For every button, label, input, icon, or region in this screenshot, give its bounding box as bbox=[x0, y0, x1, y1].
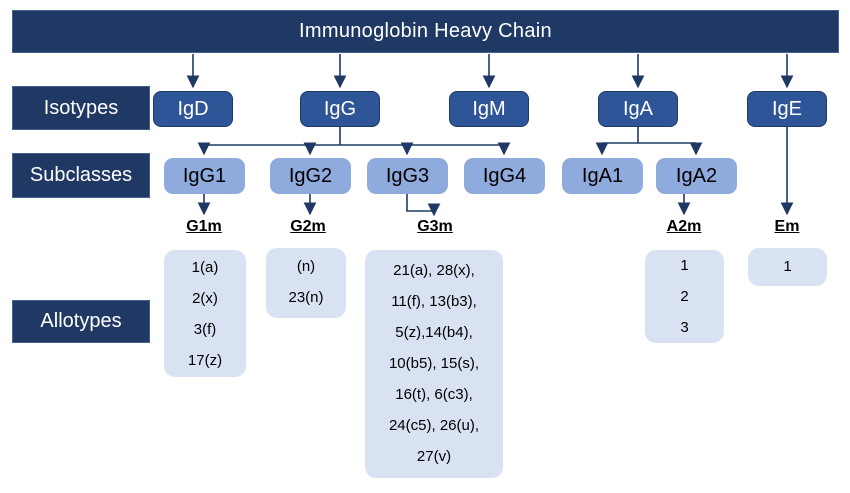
allotype-header-a2m: A2m bbox=[666, 218, 702, 235]
isotype-node-iga: IgA bbox=[598, 91, 678, 127]
subclass-node-iga1: IgA1 bbox=[562, 158, 643, 194]
subclass-node-igg3: IgG3 bbox=[367, 158, 448, 194]
isotype-node-igg: IgG bbox=[300, 91, 380, 127]
allotype-item: 24(c5), 26(u), bbox=[388, 417, 480, 434]
subclass-node-igg2: IgG2 bbox=[270, 158, 351, 194]
allotype-list-em: 1 bbox=[748, 248, 827, 286]
isotype-node-igd: IgD bbox=[153, 91, 233, 127]
header-bar: Immunoglobin Heavy Chain bbox=[12, 10, 839, 53]
row-label-allotypes: Allotypes bbox=[12, 300, 150, 343]
isotype-node-ige: IgE bbox=[747, 91, 827, 127]
allotype-item: 5(z),14(b4), bbox=[395, 324, 473, 341]
allotype-item: (n) bbox=[296, 258, 316, 275]
allotype-item: 11(f), 13(b3), bbox=[391, 293, 477, 310]
allotype-item: 27(v) bbox=[416, 448, 452, 465]
allotype-item: 16(t), 6(c3), bbox=[395, 386, 473, 403]
allotype-item: 1 bbox=[783, 258, 792, 275]
allotype-item: 10(b5), 15(s), bbox=[388, 355, 480, 372]
allotype-item: 2 bbox=[680, 288, 689, 305]
allotype-item: 17(z) bbox=[187, 352, 223, 369]
subclass-node-igg1: IgG1 bbox=[164, 158, 245, 194]
subclass-node-igg4: IgG4 bbox=[464, 158, 545, 194]
row-label-isotypes: Isotypes bbox=[12, 86, 150, 130]
diagram-title: Immunoglobin Heavy Chain bbox=[299, 20, 552, 42]
allotype-item: 1(a) bbox=[191, 259, 219, 276]
allotype-list-g1m: 1(a) 2(x) 3(f) 17(z) bbox=[164, 250, 246, 377]
row-label-subclasses: Subclasses bbox=[12, 153, 150, 198]
allotype-list-g2m: (n) 23(n) bbox=[266, 248, 346, 318]
allotype-header-g3m: G3m bbox=[417, 218, 453, 235]
isotype-node-igm: IgM bbox=[449, 91, 529, 127]
arrow-igg3-to-g3m bbox=[406, 194, 441, 217]
allotype-item: 3(f) bbox=[193, 321, 217, 338]
allotype-header-g2m: G2m bbox=[290, 218, 326, 235]
allotype-list-g3m: 21(a), 28(x), 11(f), 13(b3), 5(z),14(b4)… bbox=[365, 250, 503, 478]
allotype-item: 2(x) bbox=[192, 290, 218, 307]
allotype-header-em: Em bbox=[774, 218, 800, 235]
allotype-list-a2m: 1 2 3 bbox=[645, 250, 724, 343]
allotype-header-g1m: G1m bbox=[186, 218, 222, 235]
allotype-item: 21(a), 28(x), bbox=[393, 262, 475, 279]
allotype-item: 1 bbox=[680, 257, 689, 274]
subclass-node-iga2: IgA2 bbox=[656, 158, 737, 194]
allotype-item: 3 bbox=[680, 319, 689, 336]
allotype-item: 23(n) bbox=[288, 289, 324, 306]
